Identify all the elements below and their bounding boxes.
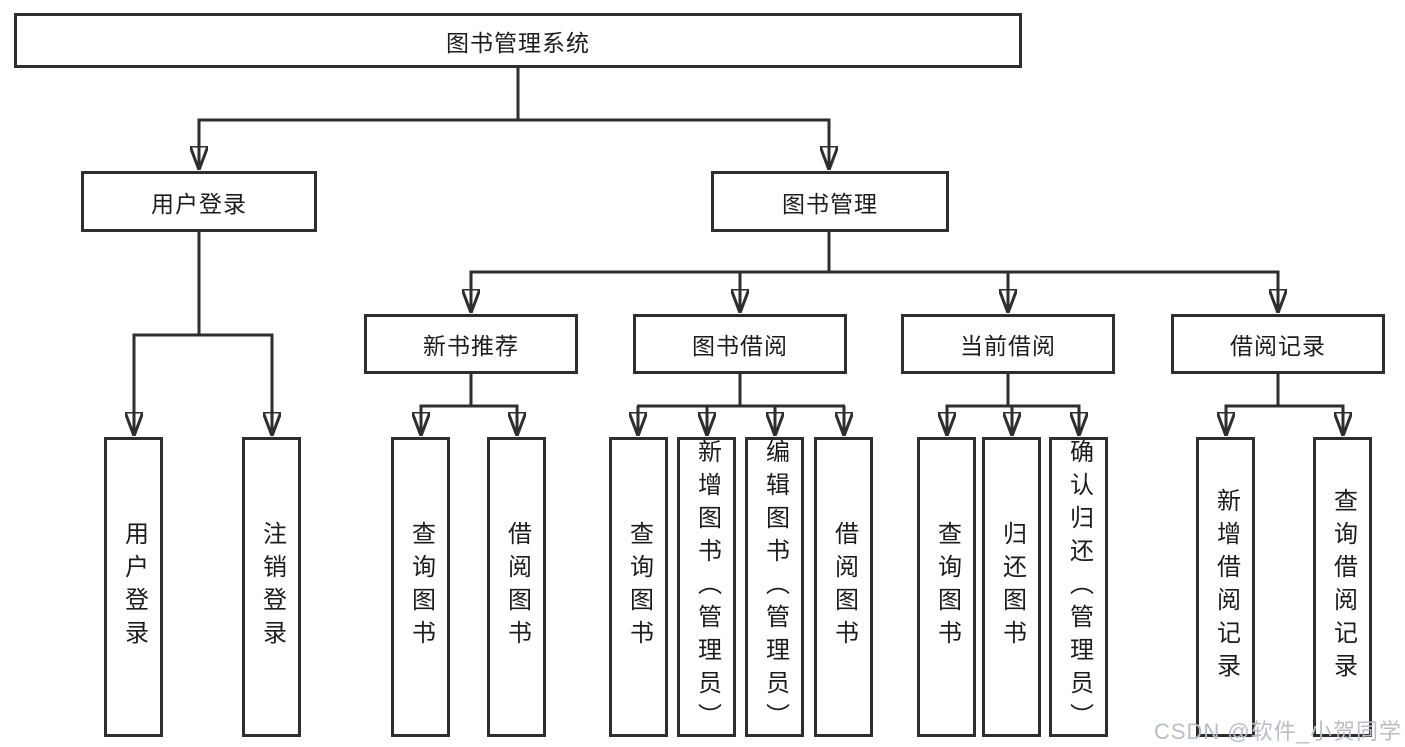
node-label: 图书管理 <box>782 190 878 217</box>
leaf-add-borrow-record: 新增借阅记录 <box>1196 437 1255 737</box>
leaf-query-book: 查询图书 <box>391 437 450 737</box>
node-library-management-system: 图书管理系统 <box>14 13 1022 68</box>
node-label: 当前借阅 <box>960 333 1056 359</box>
leaf-query-borrow-record: 查询借阅记录 <box>1313 437 1372 737</box>
leaf-label: 新增图书（管理员） <box>693 438 721 736</box>
node-book-borrow: 图书借阅 <box>633 314 847 374</box>
leaf-edit-book-admin: 编辑图书（管理员） <box>745 437 804 737</box>
edges-borrow-record-to-leaves <box>1225 374 1345 434</box>
edges-user-login-to-leaves <box>133 232 274 434</box>
leaf-label: 注销登录 <box>258 521 286 653</box>
leaf-label: 归还图书 <box>998 521 1026 653</box>
node-label: 用户登录 <box>151 190 247 217</box>
leaf-query-book: 查询图书 <box>917 437 976 737</box>
leaf-label: 借阅图书 <box>503 521 531 653</box>
edges-book-management-to-level3 <box>470 232 1280 311</box>
leaf-user-login: 用户登录 <box>104 437 163 737</box>
leaf-add-book-admin: 新增图书（管理员） <box>677 437 736 737</box>
node-label: 图书借阅 <box>692 333 788 359</box>
leaf-label: 用户登录 <box>120 521 148 653</box>
node-book-management: 图书管理 <box>711 171 949 232</box>
leaf-return-book: 归还图书 <box>982 437 1041 737</box>
edges-current-borrow-to-leaves <box>946 374 1081 434</box>
leaf-label: 查询图书 <box>625 521 653 653</box>
edges-book-borrow-to-leaves <box>637 374 845 434</box>
edges-root-to-level2 <box>198 68 831 168</box>
node-new-book-recommend: 新书推荐 <box>364 314 578 374</box>
node-user-login: 用户登录 <box>81 171 317 232</box>
leaf-label: 查询借阅记录 <box>1329 488 1357 686</box>
leaf-label: 查询图书 <box>407 521 435 653</box>
leaf-borrow-book: 借阅图书 <box>487 437 546 737</box>
leaf-logout: 注销登录 <box>242 437 301 737</box>
leaf-label: 借阅图书 <box>830 521 858 653</box>
leaf-borrow-book: 借阅图书 <box>814 437 873 737</box>
node-label: 图书管理系统 <box>446 29 590 56</box>
leaf-label: 查询图书 <box>933 521 961 653</box>
leaf-query-book: 查询图书 <box>609 437 668 737</box>
edges-new-book-recommend-to-leaves <box>420 374 519 434</box>
leaf-label: 新增借阅记录 <box>1212 488 1240 686</box>
leaf-confirm-return-admin: 确认归还（管理员） <box>1049 437 1108 737</box>
leaf-label: 确认归还（管理员） <box>1065 438 1093 736</box>
node-current-borrow: 当前借阅 <box>901 314 1115 374</box>
node-label: 新书推荐 <box>423 333 519 359</box>
node-borrow-record: 借阅记录 <box>1171 314 1385 374</box>
leaf-label: 编辑图书（管理员） <box>761 438 789 736</box>
node-label: 借阅记录 <box>1230 333 1326 359</box>
